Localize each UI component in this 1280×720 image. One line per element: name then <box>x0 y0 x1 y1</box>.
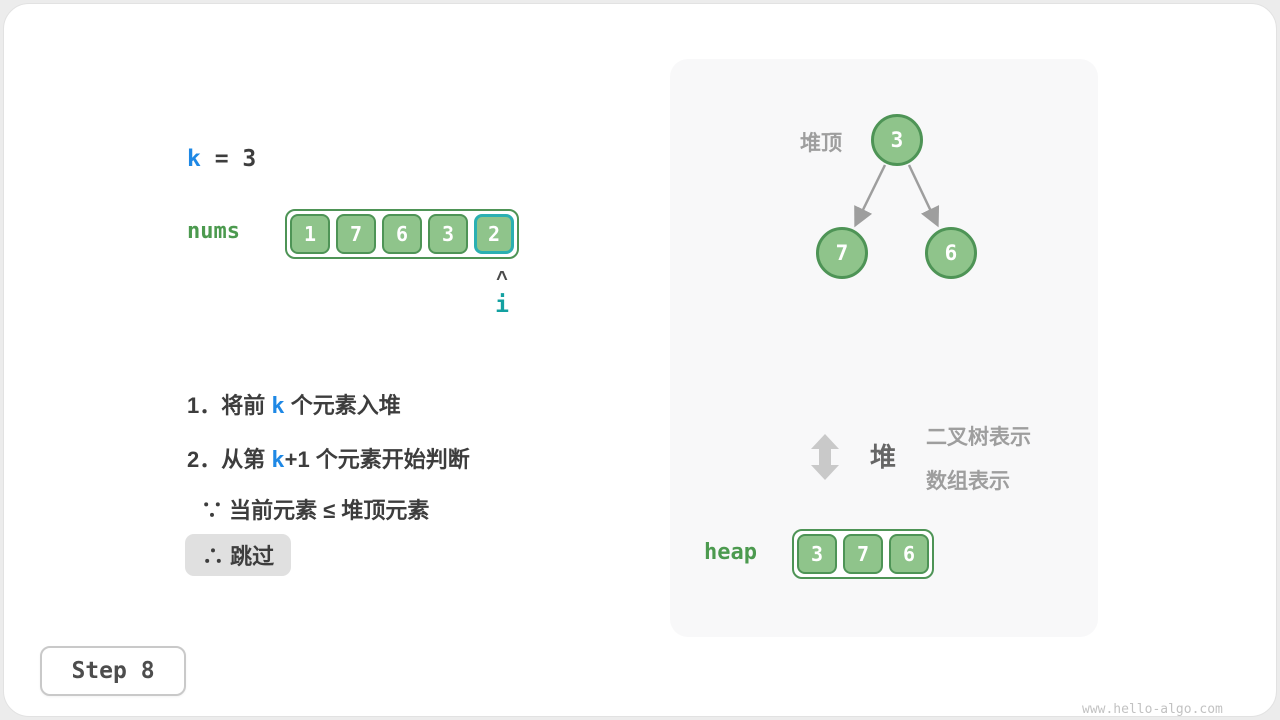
watermark: www.hello-algo.com <box>1082 702 1223 717</box>
step-text-1-post: 个元素入堆 <box>284 393 401 418</box>
tree-node-right: 6 <box>925 227 977 279</box>
k-value: = 3 <box>200 146 257 172</box>
nums-cell: 7 <box>336 214 376 254</box>
heap-cell: 3 <box>797 534 837 574</box>
nums-cell: 3 <box>428 214 468 254</box>
nums-array: 1 7 6 3 2 <box>285 209 519 259</box>
figure-card: k = 3 nums 1 7 6 3 2 ^ i 1．将前 k 个元素入堆 2．… <box>3 3 1277 717</box>
because-text: ∵ 当前元素 ≤ 堆顶元素 <box>201 498 430 523</box>
step-text-2-post: +1 个元素开始判断 <box>284 447 470 472</box>
step-text-2-k: k <box>271 448 285 473</box>
heap-top-label: 堆顶 <box>800 132 842 155</box>
nums-cell: 6 <box>382 214 422 254</box>
heap-array: 3 7 6 <box>792 529 934 579</box>
edge-root-right <box>907 164 940 228</box>
heap-cell: 6 <box>889 534 929 574</box>
tree-node-left: 7 <box>816 227 868 279</box>
step-text-1: 1．将前 k 个元素入堆 <box>187 388 401 420</box>
pointer-caret-icon: ^ <box>496 268 508 290</box>
legend-binary-tree: 二叉树表示 <box>926 426 1031 449</box>
step-text-1-pre: 1．将前 <box>187 393 272 418</box>
nums-cell: 1 <box>290 214 330 254</box>
heap-word-label: 堆 <box>870 442 897 472</box>
step-text-2-pre: 2．从第 <box>187 447 272 472</box>
nums-cell-highlighted: 2 <box>474 214 514 254</box>
tree-node-root: 3 <box>871 114 923 166</box>
tree-edges <box>854 164 940 228</box>
heap-array-label: heap <box>704 540 757 565</box>
edge-root-left <box>854 164 887 228</box>
therefore-badge: ∴ 跳过 <box>185 534 292 576</box>
step-text-2: 2．从第 k+1 个元素开始判断 <box>187 442 470 474</box>
k-variable: k <box>187 146 201 172</box>
updown-arrow-icon <box>811 434 839 480</box>
heap-cell: 7 <box>843 534 883 574</box>
k-value-line: k = 3 <box>187 146 256 172</box>
pointer-i-label: i <box>495 292 509 318</box>
step-text-1-k: k <box>271 394 285 419</box>
nums-label: nums <box>187 219 240 244</box>
step-badge: Step 8 <box>40 646 186 696</box>
legend-array: 数组表示 <box>926 470 1010 493</box>
